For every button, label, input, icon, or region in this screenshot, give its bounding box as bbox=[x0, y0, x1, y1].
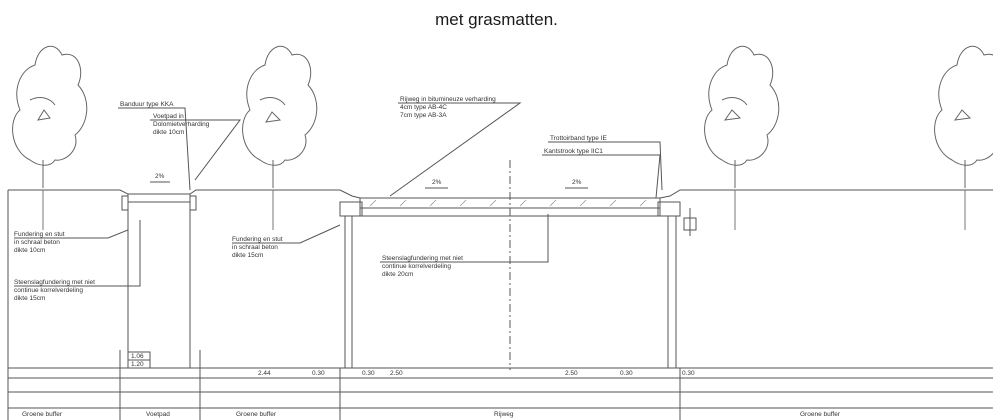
label-rijweg-3: 7cm type AB-3A bbox=[400, 112, 447, 119]
voetpad-foundation bbox=[127, 193, 191, 203]
kantstrook-left bbox=[339, 201, 363, 217]
slope-rijweg-left: 2% bbox=[432, 179, 442, 186]
dim-1: 1.06 bbox=[131, 353, 144, 360]
tree-4 bbox=[934, 45, 993, 188]
slope-rijweg-right: 2% bbox=[572, 179, 582, 186]
label-steenslag-left-1: Steenslagfundering met niet bbox=[14, 279, 95, 286]
label-rijweg-1: Rijweg in bitumineuze verharding bbox=[400, 96, 496, 103]
label-trottoirband: Trottoirband type IE bbox=[550, 135, 608, 142]
label-rijweg-2: 4cm type AB-4C bbox=[400, 104, 447, 111]
zone-groene-buffer-3: Groene buffer bbox=[800, 411, 841, 418]
dim-9: 0.30 bbox=[682, 370, 695, 377]
dim-6: 2.50 bbox=[390, 370, 403, 377]
diagram-caption: met grasmatten. bbox=[435, 10, 558, 29]
dim-2: 1.20 bbox=[131, 361, 144, 368]
label-fundering-left-1: Fundering en stut bbox=[14, 231, 65, 238]
bandsteen-left bbox=[121, 195, 129, 211]
kantstrook-right bbox=[657, 201, 681, 217]
label-voetpad-3: dikte 10cm bbox=[153, 129, 184, 136]
label-voetpad-1: Voetpad in bbox=[153, 113, 184, 120]
dim-4: 0.30 bbox=[312, 370, 325, 377]
label-steenslag-left-2: continue korrelverdeling bbox=[14, 287, 83, 294]
zone-groene-buffer-2: Groene buffer bbox=[236, 411, 277, 418]
tree-1 bbox=[12, 45, 88, 188]
dim-8: 0.30 bbox=[620, 370, 633, 377]
label-fundering-mid-1: Fundering en stut bbox=[232, 236, 283, 243]
label-fundering-left-3: dikte 10cm bbox=[14, 247, 45, 254]
label-kantstrook: Kantstrook type IIC1 bbox=[544, 148, 603, 155]
dim-7: 2.50 bbox=[565, 370, 578, 377]
zone-groene-buffer-1: Groene buffer bbox=[22, 411, 63, 418]
label-steenslag-left-3: dikte 15cm bbox=[14, 295, 45, 302]
zone-voetpad: Voetpad bbox=[146, 411, 170, 418]
slope-voetpad: 2% bbox=[155, 173, 165, 180]
bandsteen-right bbox=[189, 195, 197, 211]
tree-3 bbox=[704, 45, 780, 188]
label-voetpad-2: Dolomietverharding bbox=[153, 121, 210, 128]
label-fundering-left-2: in schraal beton bbox=[14, 239, 60, 246]
dim-3: 2.44 bbox=[258, 370, 271, 377]
zone-rijweg: Rijweg bbox=[494, 411, 514, 418]
label-steenslag-mid-1: Steenslagfundering met niet bbox=[382, 255, 463, 262]
tree-2 bbox=[242, 45, 318, 188]
label-fundering-mid-3: dikte 15cm bbox=[232, 252, 263, 259]
label-steenslag-mid-3: dikte 20cm bbox=[382, 271, 413, 278]
dim-5: 0.30 bbox=[362, 370, 375, 377]
label-bandsteen: Banduur type KKA bbox=[120, 101, 174, 108]
label-fundering-mid-2: in schraal beton bbox=[232, 244, 278, 251]
label-steenslag-mid-2: continue korrelverdeling bbox=[382, 263, 451, 270]
